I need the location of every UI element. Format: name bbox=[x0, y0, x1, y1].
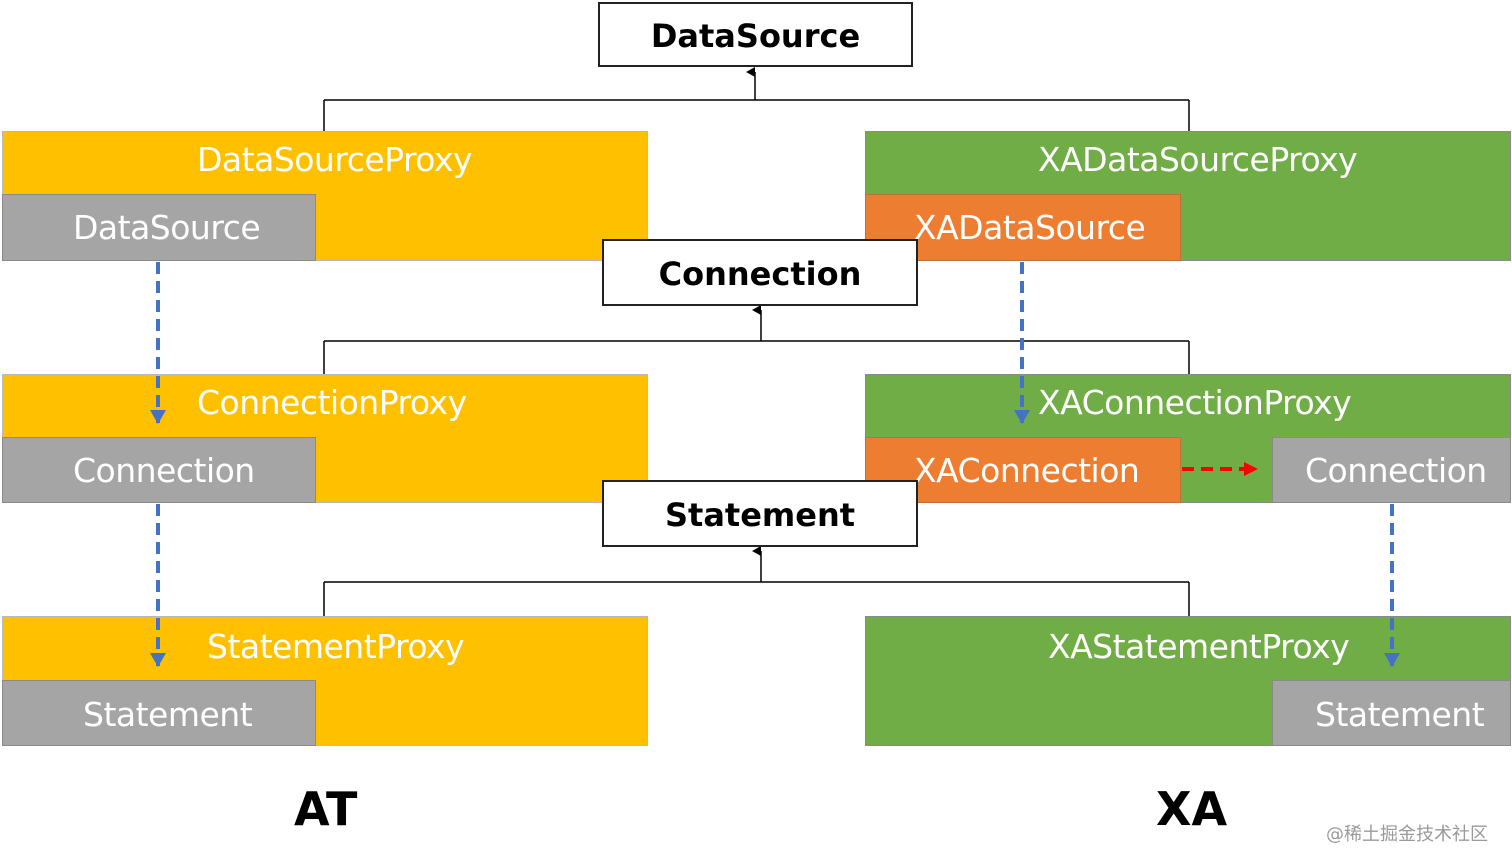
xa-statement-proxy-label: XAStatementProxy bbox=[1048, 627, 1350, 666]
xa-connection-proxy-label: XAConnectionProxy bbox=[1038, 383, 1352, 422]
watermark: @稀土掘金技术社区 bbox=[1326, 824, 1488, 845]
interface-connection-label: Connection bbox=[658, 255, 862, 293]
interface-statement-box: Statement bbox=[602, 480, 918, 547]
xa-statement-inner-label: Statement bbox=[1315, 695, 1485, 734]
at-group-label: AT bbox=[294, 782, 358, 836]
xa-datasource-inner-label: XADataSource bbox=[914, 208, 1146, 247]
at-datasource-proxy-label: DataSourceProxy bbox=[197, 140, 473, 179]
at-connection-inner-label: Connection bbox=[73, 451, 255, 490]
interface-datasource-label: DataSource bbox=[650, 17, 861, 55]
xa-statement-inner-box: Statement bbox=[1272, 680, 1511, 746]
at-datasource-inner-box: DataSource bbox=[2, 194, 316, 261]
xa-connection-wrapped-label: Connection bbox=[1305, 451, 1487, 490]
xa-datasource-proxy-label: XADataSourceProxy bbox=[1038, 140, 1358, 179]
inheritance-statement bbox=[323, 546, 1190, 617]
interface-statement-label: Statement bbox=[664, 496, 856, 534]
at-statement-proxy-label: StatementProxy bbox=[207, 627, 465, 666]
inheritance-datasource bbox=[323, 67, 1190, 132]
at-statement-inner-label: Statement bbox=[83, 695, 253, 734]
at-connection-inner-box: Connection bbox=[2, 437, 316, 503]
xa-connection-inner-box: XAConnection bbox=[865, 437, 1181, 503]
inheritance-connection bbox=[323, 305, 1190, 375]
interface-connection-box: Connection bbox=[602, 239, 918, 306]
at-statement-inner-box: Statement bbox=[2, 680, 316, 746]
interface-datasource-box: DataSource bbox=[598, 2, 913, 67]
xa-connection-inner-label: XAConnection bbox=[914, 451, 1140, 490]
xa-connection-wrapped-box: Connection bbox=[1272, 437, 1511, 503]
at-connection-proxy-label: ConnectionProxy bbox=[197, 383, 467, 422]
at-datasource-inner-label: DataSource bbox=[73, 208, 261, 247]
xa-group-label: XA bbox=[1156, 782, 1228, 836]
